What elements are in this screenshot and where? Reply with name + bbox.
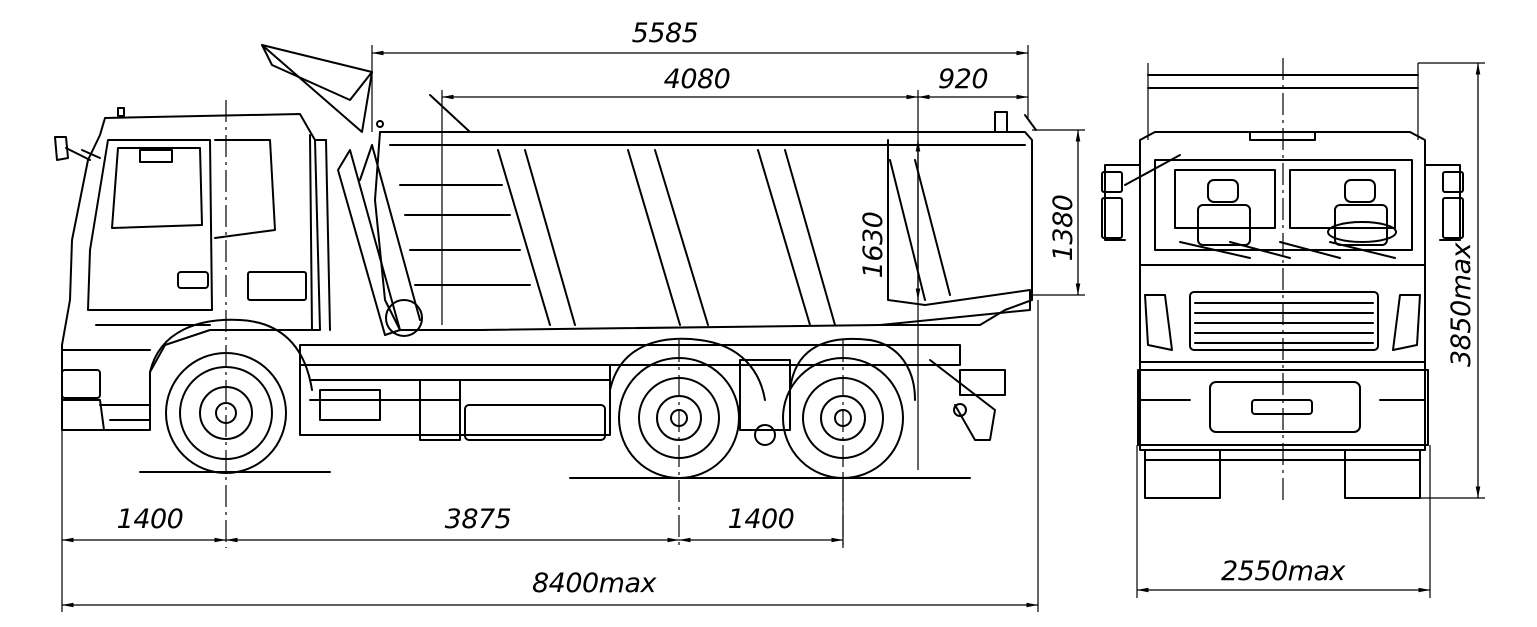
dim-overall-body-length: 5585 <box>632 18 699 49</box>
front-view: 2550max 3850max <box>1101 58 1485 598</box>
cab-front <box>1139 131 1426 451</box>
dump-body <box>261 44 1037 337</box>
dim-front-overhang: 1400 <box>117 504 184 535</box>
dim-side-height: 1630 <box>858 212 889 279</box>
dim-body-height: 1380 <box>1048 195 1079 262</box>
dim-overall-width: 2550max <box>1221 556 1347 587</box>
cab <box>54 107 331 431</box>
front-grille <box>1189 291 1379 351</box>
chassis <box>299 344 1006 446</box>
side-view: 5585 4080 920 1630 1380 1400 3875 1400 8… <box>54 18 1085 612</box>
dim-wheelbase: 3875 <box>445 504 512 535</box>
dim-overall-length: 8400max <box>532 568 658 599</box>
dim-rear-axle-spacing: 1400 <box>728 504 795 535</box>
dim-overall-height: 3850max <box>1446 241 1477 367</box>
dim-rear-overhang-body: 920 <box>938 64 988 95</box>
rear-fender-1 <box>609 337 766 401</box>
rear-fender-2 <box>789 337 916 401</box>
dim-body-inner-length: 4080 <box>664 64 731 95</box>
